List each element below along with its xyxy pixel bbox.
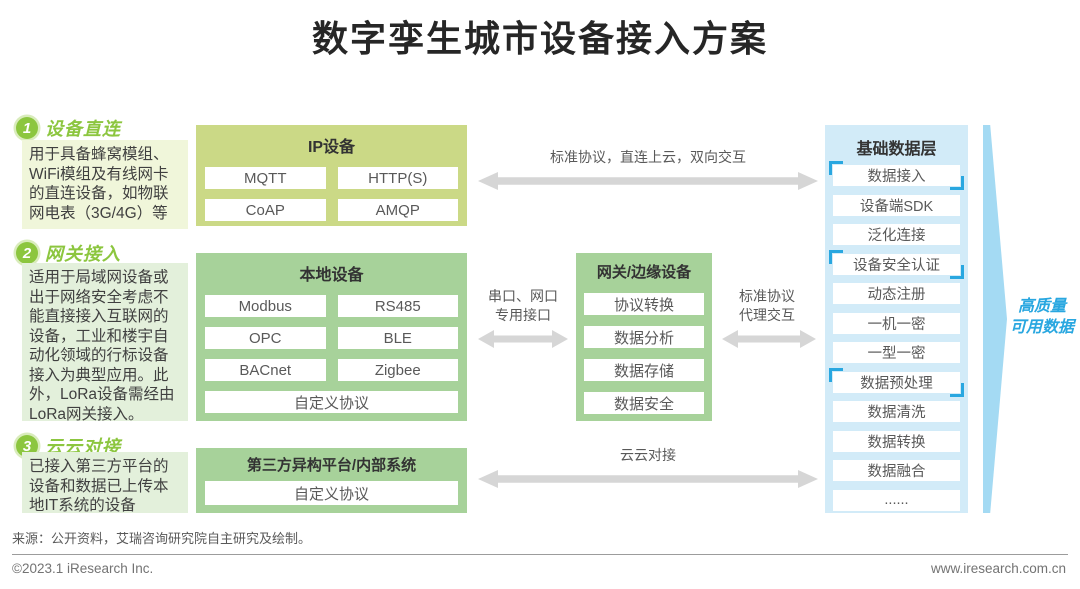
protocol-chip-ble: BLE: [337, 327, 458, 349]
protocol-chip-custom-cloud: 自定义协议: [205, 481, 458, 505]
section-3-description: 已接入第三方平台的设备和数据已上传本地IT系统的设备: [22, 452, 188, 513]
protocol-chip-https: HTTP(S): [337, 167, 458, 189]
bottom-arrow-label: 云云对接: [620, 447, 676, 463]
protocol-chip-bacnet: BACnet: [205, 359, 326, 381]
section-1-description: 用于具备蜂窝模组、WiFi模组及有线网卡的直连设备，如物联网电表（3G/4G）等: [22, 140, 188, 229]
highlight-bracket-bottomright-icon: [950, 264, 964, 279]
protocol-chip-mqtt: MQTT: [205, 167, 326, 189]
highlight-bracket-topleft-icon: [829, 161, 843, 175]
gateway-edge-box: 网关/边缘设备 协议转换 数据分析 数据存储 数据安全: [576, 253, 712, 421]
top-arrow-label: 标准协议，直连上云，双向交互: [550, 149, 746, 165]
result-label: 高质量 可用数据: [1004, 296, 1080, 338]
highlight-bracket-topleft-icon: [829, 249, 843, 264]
data-layer-item: 一机一密: [833, 312, 960, 334]
data-layer-item-label: 数据接入: [867, 169, 926, 185]
copyright-text: ©2023.1 iResearch Inc.: [12, 561, 154, 576]
data-layer-item-highlighted: 数据预处理: [829, 367, 964, 397]
gateway-edge-box-title: 网关/边缘设备: [596, 264, 692, 281]
gateway-chip-data-analysis: 数据分析: [584, 326, 704, 348]
ip-device-box-title: IP设备: [307, 139, 356, 156]
base-data-layer-box: 基础数据层 数据接入 设备端SDK 泛化连接 设备安全认证 动态注册 一机一密 …: [825, 125, 968, 513]
ip-protocol-grid: MQTT HTTP(S) CoAP AMQP: [196, 157, 467, 221]
section-2-header: 2 网关接入: [16, 240, 121, 266]
result-label-line2: 可用数据: [1009, 319, 1074, 336]
section-1-header: 1 设备直连: [16, 115, 121, 141]
highlight-bracket-bottomright-icon: [950, 176, 964, 190]
section-3-number-badge: 3: [16, 435, 38, 457]
data-layer-item-label: 设备安全认证: [853, 257, 940, 274]
third-party-box-title: 第三方异构平台/内部系统: [246, 457, 417, 474]
protocol-chip-modbus: Modbus: [205, 295, 326, 317]
source-note: 来源：公开资料，艾瑞咨询研究院自主研究及绘制。: [12, 531, 312, 546]
section-1-number-badge: 1: [16, 117, 38, 139]
protocol-chip-opc: OPC: [205, 327, 326, 349]
serial-arrow-label-line2: 专用接口: [495, 307, 551, 323]
double-arrow-icon: [478, 172, 818, 190]
section-2-number-badge: 2: [16, 242, 38, 264]
gateway-chip-protocol-convert: 协议转换: [584, 293, 704, 315]
protocol-chip-coap: CoAP: [205, 199, 326, 221]
double-arrow-icon: [478, 330, 568, 348]
proxy-arrow-label-line2: 代理交互: [739, 307, 795, 323]
third-party-box: 第三方异构平台/内部系统 自定义协议: [196, 448, 467, 513]
data-layer-item-highlighted: 数据接入: [829, 161, 964, 190]
gateway-function-list: 协议转换 数据分析 数据存储 数据安全: [576, 282, 712, 414]
result-label-line1: 高质量: [1017, 298, 1066, 315]
section-2-title: 网关接入: [45, 244, 121, 264]
protocol-chip-rs485: RS485: [337, 295, 458, 317]
base-data-layer-list: 数据接入 设备端SDK 泛化连接 设备安全认证 动态注册 一机一密 一型一密 数…: [829, 161, 964, 511]
data-layer-item: 泛化连接: [833, 224, 960, 246]
data-layer-item: 动态注册: [833, 283, 960, 305]
page-title: 数字孪生城市设备接入方案: [311, 18, 768, 59]
double-arrow-icon: [722, 330, 816, 348]
highlight-bracket-topleft-icon: [829, 367, 843, 382]
data-layer-item: 一型一密: [833, 342, 960, 364]
highlight-bracket-bottomright-icon: [950, 382, 964, 397]
data-layer-item-highlighted: 设备安全认证: [829, 249, 964, 279]
base-data-layer-title: 基础数据层: [856, 141, 937, 158]
website-url: www.iresearch.com.cn: [930, 561, 1066, 576]
data-layer-item: 数据融合: [833, 460, 960, 482]
ip-device-box: IP设备 MQTT HTTP(S) CoAP AMQP: [196, 125, 467, 226]
proxy-arrow-label: 标准协议 代理交互: [712, 287, 822, 325]
data-layer-item: 数据转换: [833, 430, 960, 452]
section-1-title: 设备直连: [45, 119, 121, 139]
local-protocol-grid: Modbus RS485 OPC BLE BACnet Zigbee: [196, 285, 467, 381]
data-layer-item-label: 数据预处理: [860, 375, 933, 392]
protocol-chip-zigbee: Zigbee: [337, 359, 458, 381]
serial-arrow-label-line1: 串口、网口: [488, 288, 558, 304]
gateway-chip-data-security: 数据安全: [584, 392, 704, 414]
protocol-chip-custom-local: 自定义协议: [205, 391, 458, 413]
proxy-arrow-label-line1: 标准协议: [739, 288, 795, 304]
gateway-chip-data-storage: 数据存储: [584, 359, 704, 381]
double-arrow-icon: [478, 470, 818, 488]
data-layer-item: 设备端SDK: [833, 194, 960, 216]
data-layer-item: ......: [833, 489, 960, 511]
footer-divider: [12, 554, 1068, 555]
serial-arrow-label: 串口、网口 专用接口: [468, 287, 578, 325]
section-2-description: 适用于局域网设备或出于网络安全考虑不能直接接入互联网的设备，工业和楼宇自动化领域…: [22, 263, 188, 421]
local-device-box-title: 本地设备: [299, 267, 364, 284]
data-layer-item: 数据清洗: [833, 401, 960, 423]
protocol-chip-amqp: AMQP: [337, 199, 458, 221]
local-device-box: 本地设备 Modbus RS485 OPC BLE BACnet Zigbee …: [196, 253, 467, 421]
